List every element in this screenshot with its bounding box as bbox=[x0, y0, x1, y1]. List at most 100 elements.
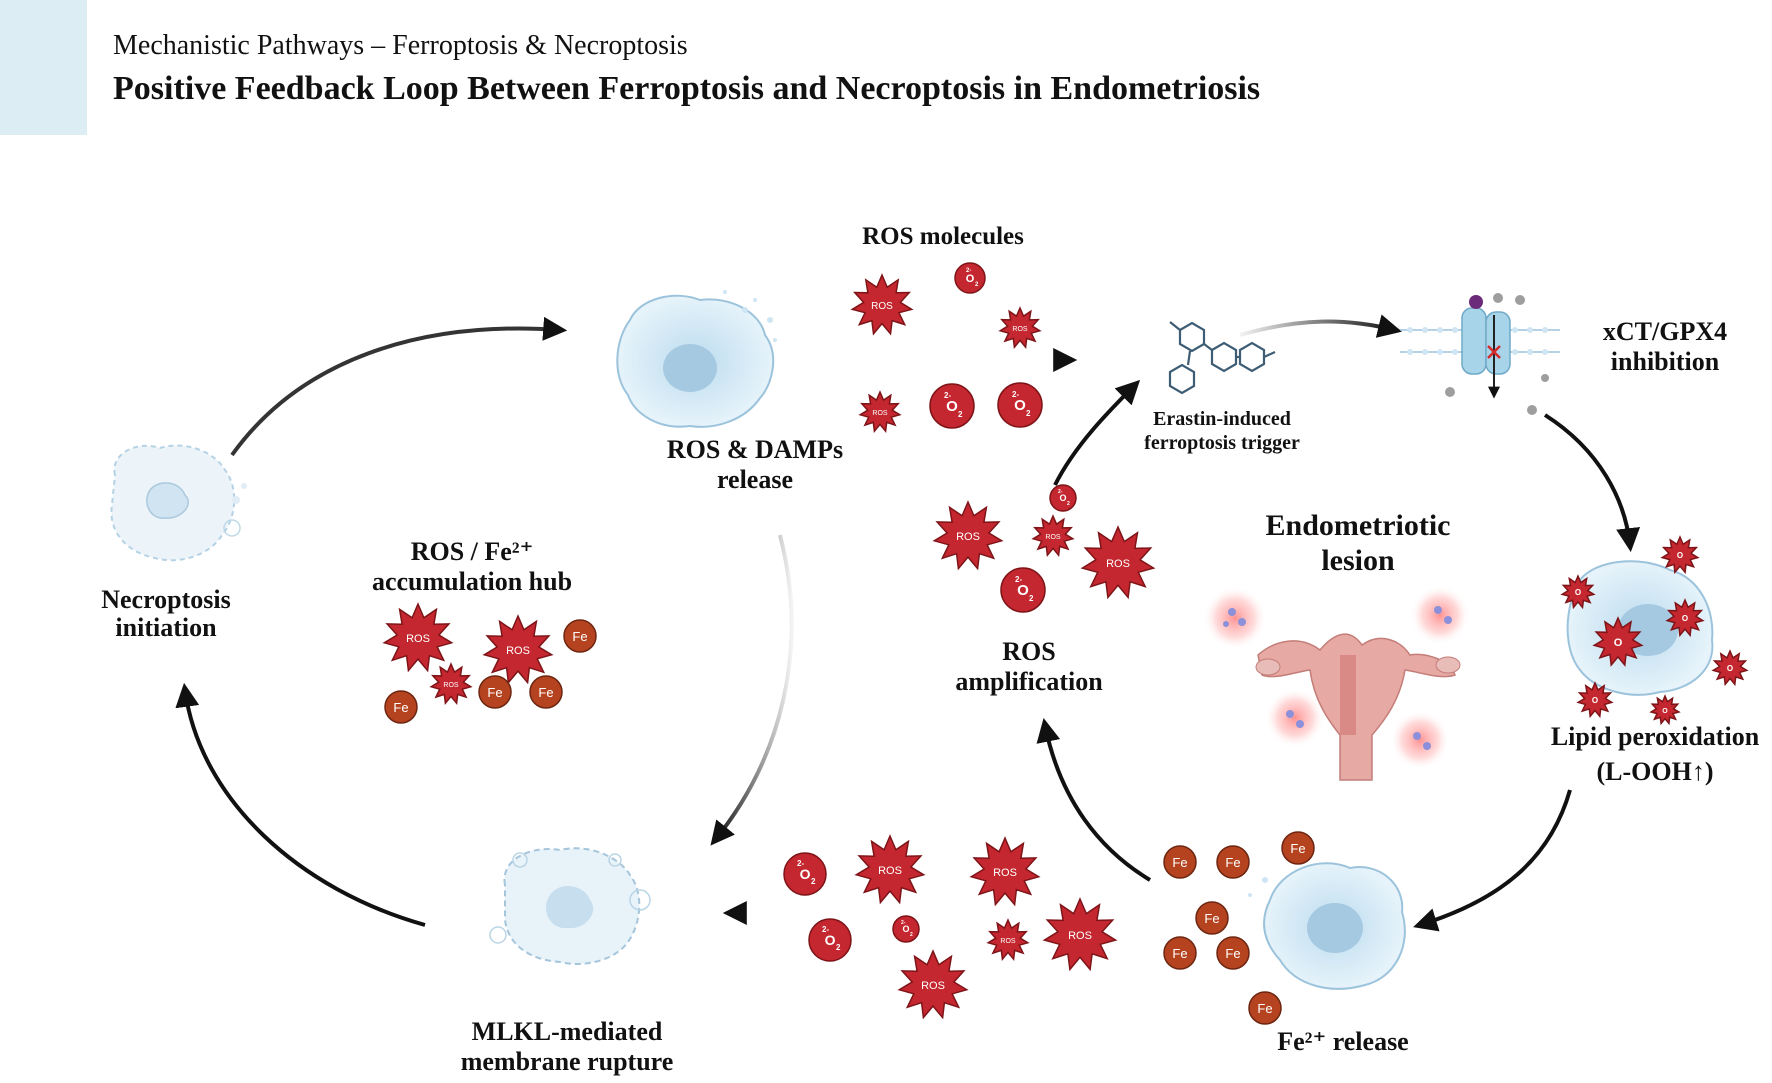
arrow-necroptosis-to-ros-release bbox=[230, 316, 568, 457]
svg-text:2-: 2- bbox=[1012, 390, 1019, 399]
iron-ion-icon: Fe bbox=[1163, 845, 1197, 879]
svg-text:ROS: ROS bbox=[1106, 558, 1130, 570]
page-subtitle: Mechanistic Pathways – Ferroptosis & Nec… bbox=[113, 30, 688, 61]
iron-ion-icon: Fe bbox=[563, 619, 597, 653]
svg-text:2-: 2- bbox=[901, 920, 906, 926]
iron-ion-icon: Fe bbox=[529, 675, 563, 709]
superoxide-icon: O2 2- bbox=[892, 915, 920, 943]
uterus-lesion-icon bbox=[1203, 585, 1470, 781]
svg-text:Fe: Fe bbox=[393, 700, 408, 715]
superoxide-icon: O22- bbox=[1049, 484, 1077, 512]
label-ros-amp-line2: amplification bbox=[955, 667, 1103, 696]
svg-text:O: O bbox=[1727, 664, 1733, 673]
label-fe-release: Fe²⁺ release bbox=[1277, 1027, 1408, 1056]
label-ros-molecules: ROS molecules bbox=[862, 223, 1024, 250]
svg-text:O: O bbox=[966, 273, 975, 285]
svg-text:2: 2 bbox=[1067, 501, 1070, 507]
label-xct-line2: inhibition bbox=[1611, 347, 1720, 376]
iron-ion-icon: Fe bbox=[1163, 936, 1197, 970]
ros-star-icon: O bbox=[1649, 694, 1681, 726]
ros-star-icon: O bbox=[1665, 598, 1705, 638]
iron-ion-icon: Fe bbox=[1195, 901, 1229, 935]
iron-ion-icon: Fe bbox=[1216, 936, 1250, 970]
erastin-molecule-icon bbox=[1168, 321, 1276, 395]
svg-text:2-: 2- bbox=[797, 859, 804, 868]
ros-star-icon: ROS bbox=[969, 836, 1041, 907]
arrow-lipid-to-fe-release bbox=[1413, 789, 1572, 932]
label-lesion-line2: lesion bbox=[1321, 544, 1395, 577]
ros-star-cluster-lipid: O O O O O O O bbox=[1560, 535, 1749, 726]
ros-star-icon: ROS bbox=[998, 306, 1042, 350]
label-erastin-line2: ferroptosis trigger bbox=[1144, 432, 1300, 454]
svg-text:2-: 2- bbox=[822, 925, 829, 934]
svg-text:Fe: Fe bbox=[1225, 855, 1240, 870]
iron-ion-icon: Fe bbox=[478, 675, 512, 709]
ros-star-icon: ROS bbox=[1080, 525, 1156, 600]
svg-text:Fe: Fe bbox=[1172, 855, 1187, 870]
label-ros-amp-line1: ROS bbox=[1002, 637, 1055, 666]
ros-star-icon: O bbox=[1576, 681, 1614, 719]
svg-text:Fe: Fe bbox=[1225, 946, 1240, 961]
svg-text:Fe: Fe bbox=[1257, 1001, 1272, 1016]
label-hub-line1: ROS / Fe²⁺ bbox=[411, 537, 534, 566]
label-necroptosis-line2: initiation bbox=[115, 613, 217, 642]
ros-star-icon: ROS bbox=[1031, 514, 1075, 558]
label-lipid-line2: (L-OOH↑) bbox=[1597, 757, 1714, 786]
label-mlkl-line1: MLKL-mediated bbox=[472, 1017, 663, 1046]
arrow-erastin-to-xct bbox=[1239, 314, 1403, 338]
ros-star-cluster-bottom: ROS ROS ROS ROS ROS bbox=[854, 834, 1118, 1020]
iron-ion-icon: Fe bbox=[1281, 831, 1315, 865]
ros-star-cluster-hub: ROS ROS ROS bbox=[382, 602, 554, 706]
ros-star-icon: ROS bbox=[897, 949, 969, 1020]
svg-text:O: O bbox=[1017, 582, 1029, 599]
svg-text:O: O bbox=[1682, 614, 1688, 623]
svg-text:O: O bbox=[800, 866, 811, 882]
ros-star-icon: ROS bbox=[854, 834, 926, 905]
header-accent-bar bbox=[0, 0, 87, 135]
svg-text:Fe: Fe bbox=[1290, 841, 1305, 856]
svg-text:O: O bbox=[825, 932, 836, 948]
svg-text:ROS: ROS bbox=[406, 633, 430, 645]
iron-cluster-release: Fe Fe Fe Fe Fe Fe Fe bbox=[1163, 831, 1315, 1025]
ros-star-icon: ROS bbox=[932, 500, 1004, 571]
iron-ion-icon: Fe bbox=[1248, 991, 1282, 1025]
label-xct-line1: xCT/GPX4 bbox=[1603, 317, 1727, 346]
svg-text:ROS: ROS bbox=[1045, 534, 1061, 541]
svg-text:2: 2 bbox=[1029, 594, 1034, 603]
ros-star-icon: ROS bbox=[986, 918, 1030, 962]
svg-text:ROS: ROS bbox=[443, 682, 459, 689]
ros-star-icon: ROS bbox=[482, 614, 554, 685]
necroptosis-cell-icon bbox=[110, 444, 247, 562]
svg-text:O: O bbox=[902, 924, 909, 934]
svg-text:O: O bbox=[1677, 551, 1683, 560]
svg-text:O: O bbox=[1614, 637, 1623, 649]
label-ros-damps-line2: release bbox=[717, 465, 793, 494]
svg-text:ROS: ROS bbox=[506, 645, 530, 657]
svg-text:2: 2 bbox=[910, 932, 913, 938]
svg-text:Fe: Fe bbox=[487, 685, 502, 700]
svg-text:2: 2 bbox=[975, 282, 979, 288]
svg-text:ROS: ROS bbox=[1012, 326, 1028, 333]
arrow-fe-release-to-ros-amp bbox=[1036, 717, 1152, 882]
label-lesion-line1: Endometriotic bbox=[1266, 509, 1451, 542]
arrow-ros-amp-to-erastin bbox=[1053, 379, 1141, 486]
svg-text:O: O bbox=[1662, 708, 1668, 715]
label-necroptosis-line1: Necroptosis bbox=[101, 585, 231, 614]
svg-text:2-: 2- bbox=[944, 391, 951, 400]
ros-star-icon: ROS bbox=[382, 602, 454, 673]
svg-text:O: O bbox=[1059, 493, 1066, 503]
ros-star-icon: ROS bbox=[429, 662, 473, 706]
svg-text:Fe: Fe bbox=[538, 685, 553, 700]
svg-text:2-: 2- bbox=[1015, 575, 1022, 584]
ros-star-icon: O bbox=[1660, 535, 1700, 575]
xct-transporter-icon bbox=[1400, 293, 1560, 415]
fe-release-cell-icon bbox=[1248, 862, 1406, 990]
svg-text:ROS: ROS bbox=[872, 410, 888, 417]
